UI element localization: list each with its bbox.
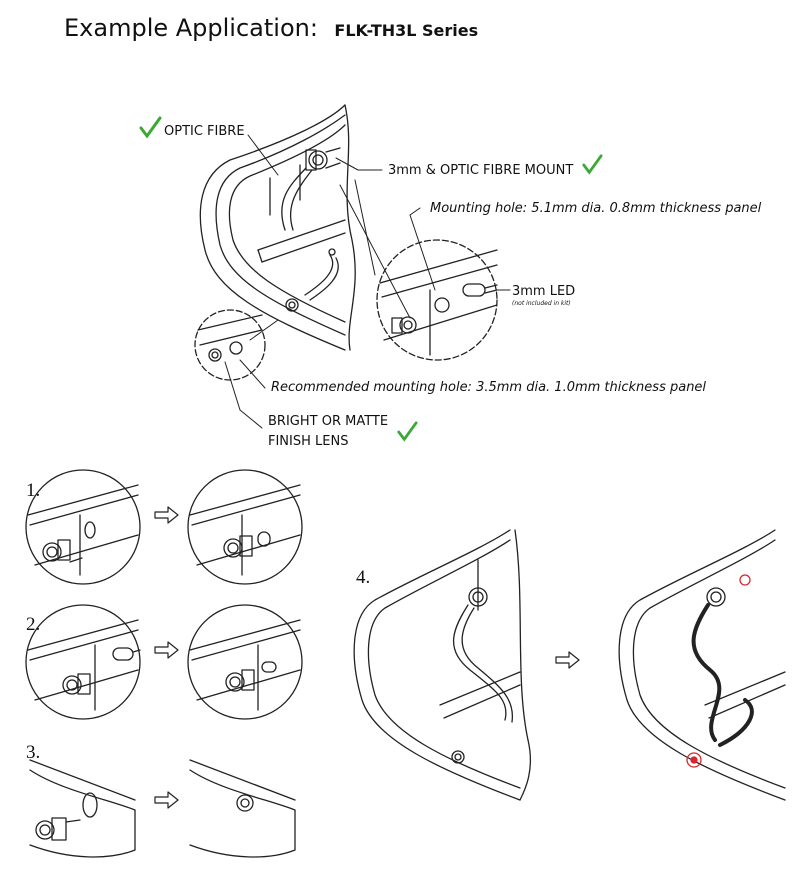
title-main: Example Application:: [64, 14, 318, 42]
label-led-note: (not included in kit): [512, 300, 571, 307]
label-mounting-hole: Mounting hole: 5.1mm dia. 0.8mm thicknes…: [430, 201, 762, 216]
zoom-detail-right: [376, 239, 498, 361]
check-icon: [397, 421, 418, 442]
callout-lines: [224, 134, 511, 429]
label-mount: 3mm & OPTIC FIBRE MOUNT: [388, 163, 574, 178]
step-2-illustration: [25, 604, 303, 720]
main-panel-illustration: [199, 104, 356, 351]
step-1-illustration: [25, 469, 303, 585]
label-optic-fibre: OPTIC FIBRE: [164, 124, 245, 139]
step-number-4: 4.: [356, 567, 371, 588]
step-number-3: 3.: [26, 742, 41, 763]
check-icon: [582, 154, 603, 175]
title-series: FLK-TH3L Series: [334, 21, 479, 40]
step-3-illustration: [29, 759, 296, 858]
label-lens-line1: BRIGHT OR MATTE: [268, 414, 389, 429]
zoom-detail-left: [194, 309, 266, 381]
label-recommended-hole: Recommended mounting hole: 3.5mm dia. 1.…: [271, 380, 707, 395]
check-icon: [139, 116, 162, 139]
label-led: 3mm LED: [512, 284, 576, 299]
page-title: Example Application: FLK-TH3L Series: [64, 14, 478, 42]
step-number-2: 2.: [26, 614, 41, 635]
step-4-illustration: [353, 529, 786, 801]
arrow-right-icon: [154, 506, 580, 809]
label-lens-line2: FINISH LENS: [268, 434, 349, 449]
step-number-1: 1.: [26, 480, 41, 501]
